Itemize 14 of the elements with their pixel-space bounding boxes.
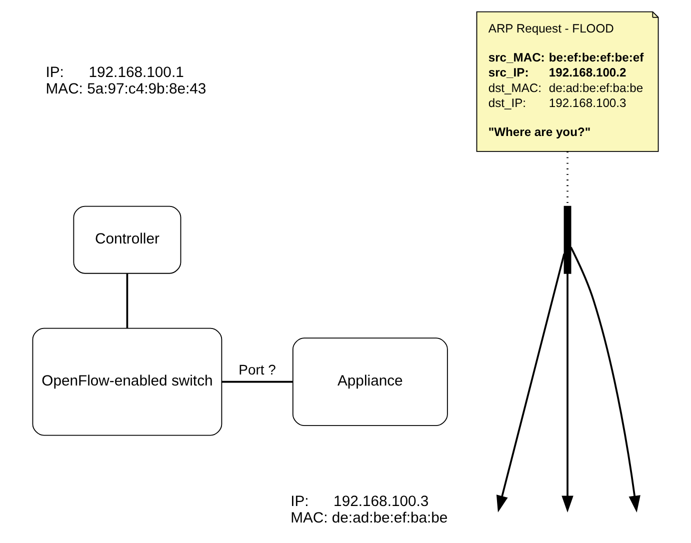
node-label: IP: 192.168.100.1: [46, 64, 184, 81]
node-bar: [564, 206, 572, 274]
arrow: [496, 254, 566, 512]
node-label: MAC: 5a:97:c4:9b:8e:43: [46, 82, 206, 98]
node-box: Appliance: [292, 338, 448, 426]
arrow: [570, 246, 640, 513]
edge-label: Port ?: [238, 361, 276, 378]
node-box: OpenFlow-enabled switch: [32, 328, 222, 436]
arrow: [562, 274, 574, 512]
node-label: IP: 192.168.100.3: [290, 494, 429, 510]
node-label: MAC: de:ad:be:ef:ba:be: [290, 510, 448, 527]
connector: [126, 274, 128, 328]
connector: [222, 380, 293, 383]
node-box: Controller: [73, 206, 182, 274]
